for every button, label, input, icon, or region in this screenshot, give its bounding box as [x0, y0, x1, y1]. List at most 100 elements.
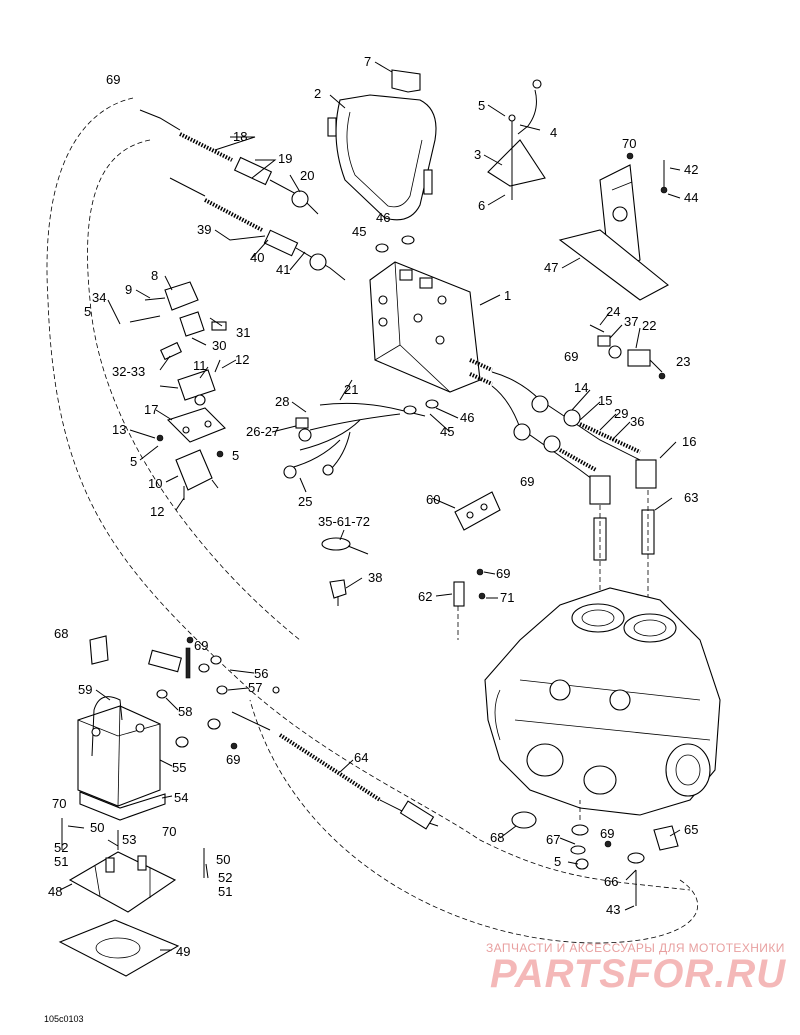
callout-9: 9: [125, 282, 132, 297]
callout-46b: 46: [460, 410, 474, 425]
fasteners-56-58: [148, 636, 280, 750]
callout-68b: 68: [490, 830, 504, 845]
callout-7: 7: [364, 54, 371, 69]
callout-14: 14: [574, 380, 588, 395]
callout-60: 60: [426, 492, 440, 507]
bracket-part-7: [391, 69, 421, 93]
callout-64: 64: [354, 750, 368, 765]
callout-26-27: 26-27: [246, 424, 279, 439]
callout-30: 30: [212, 338, 226, 353]
callout-40: 40: [250, 250, 264, 265]
callout-17: 17: [144, 402, 158, 417]
callout-45b: 45: [440, 424, 454, 439]
callout-15: 15: [598, 393, 612, 408]
callout-52b: 52: [218, 870, 232, 885]
callout-70c: 70: [162, 824, 176, 839]
callout-44: 44: [684, 190, 698, 205]
callout-49: 49: [176, 944, 190, 959]
callout-4: 4: [550, 125, 557, 140]
watermark-tagline: ЗАПЧАСТИ И АКСЕССУАРЫ ДЛЯ МОТОТЕХНИКИ: [486, 941, 785, 955]
watermark-logo: PARTSFOR.RU: [490, 952, 787, 996]
callout-21: 21: [344, 382, 358, 397]
callout-24: 24: [606, 304, 620, 319]
fasteners-43-67: [570, 800, 645, 906]
callout-51a: 51: [54, 854, 68, 869]
sensor-part-62: [453, 568, 486, 640]
sensor-part-22: [589, 324, 666, 380]
callout-69d: 69: [496, 566, 510, 581]
callout-35-61-72: 35-61-72: [318, 514, 370, 529]
callout-51b: 51: [218, 884, 232, 899]
callout-55: 55: [172, 760, 186, 775]
wiring-harness-21: [283, 402, 426, 479]
base-part-48: [61, 818, 205, 913]
callout-71: 71: [500, 590, 514, 605]
callout-48: 48: [48, 884, 62, 899]
callout-37: 37: [624, 314, 638, 329]
engine: [484, 587, 721, 816]
callout-16: 16: [682, 434, 696, 449]
callout-67: 67: [546, 832, 560, 847]
module-part-1: [369, 261, 481, 393]
tie-35-61-72: [321, 537, 369, 555]
callout-34: 34: [92, 290, 106, 305]
relay-part-8: [129, 281, 227, 337]
callout-52a: 52: [54, 840, 68, 855]
plate-part-49: [58, 919, 180, 977]
callout-3: 3: [474, 147, 481, 162]
throttle-cable-loop: [46, 97, 698, 944]
callout-31: 31: [236, 325, 250, 340]
callout-43: 43: [606, 902, 620, 917]
callout-69e: 69: [194, 638, 208, 653]
callout-70b: 70: [52, 796, 66, 811]
callout-42: 42: [684, 162, 698, 177]
callout-11: 11: [193, 358, 207, 373]
callout-2: 2: [314, 86, 321, 101]
callout-56: 56: [254, 666, 268, 681]
callout-54: 54: [174, 790, 188, 805]
callout-20: 20: [300, 168, 314, 183]
callout-63: 63: [684, 490, 698, 505]
callout-28: 28: [275, 394, 289, 409]
callout-22: 22: [642, 318, 656, 333]
callout-12b: 12: [150, 504, 164, 519]
callout-labels: 1 2 3 4 5 6 7 8 9 10 11 12 12 13 14 15 1…: [48, 54, 698, 959]
callout-46a: 46: [376, 210, 390, 225]
washers-45-46: [375, 235, 439, 415]
callout-50a: 50: [90, 820, 104, 835]
callout-5a: 5: [478, 98, 485, 113]
callout-68a: 68: [54, 626, 68, 641]
callout-5d: 5: [232, 448, 239, 463]
coil-part-10: [175, 449, 219, 500]
callout-70a: 70: [622, 136, 636, 151]
cable-39: [169, 177, 346, 281]
callout-59: 59: [78, 682, 92, 697]
callout-58: 58: [178, 704, 192, 719]
callout-19: 19: [278, 151, 292, 166]
bracket-part-17: [156, 407, 226, 458]
callout-32-33: 32-33: [112, 364, 145, 379]
cable-64: [231, 711, 439, 830]
callout-47: 47: [544, 260, 558, 275]
clip-part-38: [329, 579, 347, 606]
callout-5b: 5: [84, 304, 91, 319]
fitting-part-65: [653, 825, 679, 851]
callout-57: 57: [248, 680, 262, 695]
callout-8: 8: [151, 268, 158, 283]
callout-66: 66: [604, 874, 618, 889]
callout-18: 18: [233, 129, 247, 144]
callout-41: 41: [276, 262, 290, 277]
spark-plugs: [593, 490, 655, 600]
bracket-part-47: [558, 152, 669, 301]
part-11: [159, 359, 221, 406]
part-32-33: [159, 341, 183, 361]
callout-5c: 5: [130, 454, 137, 469]
callout-23: 23: [676, 354, 690, 369]
callout-69f: 69: [226, 752, 240, 767]
callout-6: 6: [478, 198, 485, 213]
callout-62: 62: [418, 589, 432, 604]
callout-69a: 69: [106, 72, 120, 87]
ignition-leads: [469, 358, 657, 505]
callout-36: 36: [630, 414, 644, 429]
bracket-part-3: [487, 79, 546, 200]
